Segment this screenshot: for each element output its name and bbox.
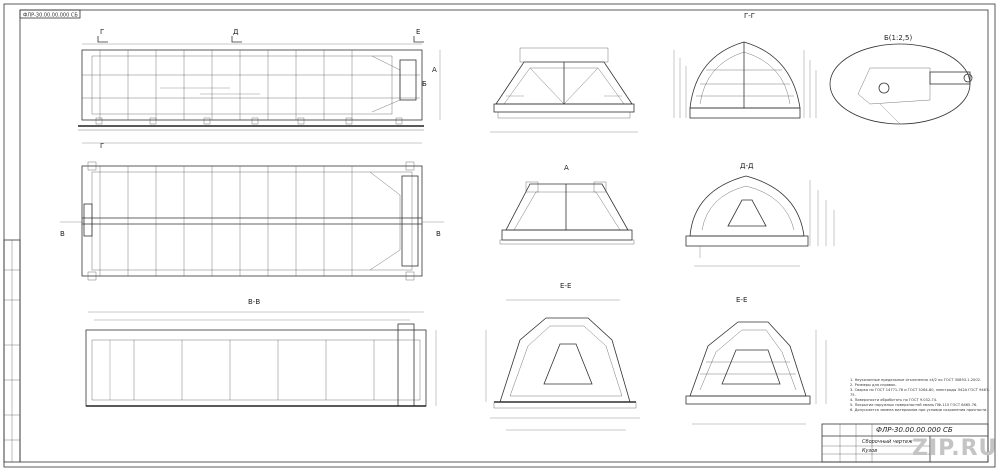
title-block-name-2: Кузов [862,448,878,454]
view-title-vv: В-В [248,298,260,306]
sheet-frame [3,3,996,468]
title-block [821,423,989,463]
technical-notes: 1. Неуказанные предельные отклонения ±t/… [850,378,990,413]
note-line: 6. Допускается замена материалов при усл… [850,408,988,412]
section-view-dd [685,175,835,267]
plan-view-top: Г Д Е А Б Г [78,28,441,150]
note-line: 3. Сварка по ГОСТ 14771-76 и ГОСТ 5264-8… [850,388,990,397]
side-view-vv [85,311,437,407]
cut-mark-g-top: Г [100,28,104,36]
cut-mark-a: А [432,66,437,74]
note-line: 2. Размеры для справок. [850,383,897,387]
cut-mark-d: Д [233,28,239,36]
plan-view-middle: В В [60,161,444,281]
title-block-name-1: Сборочный чертеж [862,439,913,445]
note-line: 4. Поверхности обработать по ГОСТ 9.032-… [850,398,938,402]
view-title-dd: Д-Д [740,162,754,170]
inner-frame [19,9,989,463]
section-view-ee-left [485,299,640,431]
view-title-ee-left: Е-Е [560,282,571,290]
end-view-a [499,181,635,245]
view-title-gg: Г-Г [744,12,755,20]
view-title-a: А [564,164,569,172]
title-block-code: ФЛР-30.00.00.000 СБ [876,426,953,434]
note-line: 5. Покрытие наружных поверхностей эмаль … [850,403,978,407]
cut-mark-b: Б [422,80,427,88]
detail-view-b [829,43,973,125]
stamp-code-text: ФЛР-30.00.00.000 СБ [23,13,78,19]
section-view-ee-right [685,321,827,425]
cut-mark-v-left: В [60,230,65,238]
cut-mark-e: Е [416,28,420,36]
cut-mark-g-bottom: Г [100,142,104,150]
watermark-logo: ZIP.RU [912,436,998,461]
note-line: 1. Неуказанные предельные отклонения ±t/… [850,378,982,382]
section-view-gg [673,41,817,119]
view-title-ee-right: Е-Е [736,296,747,304]
cut-mark-v-right: В [436,230,441,238]
top-left-stamp: ФЛР-30.00.00.000 СБ [19,9,81,19]
end-view-top-center [490,47,638,133]
view-title-b: Б(1:2,5) [884,34,912,42]
binding-strip [3,239,21,463]
